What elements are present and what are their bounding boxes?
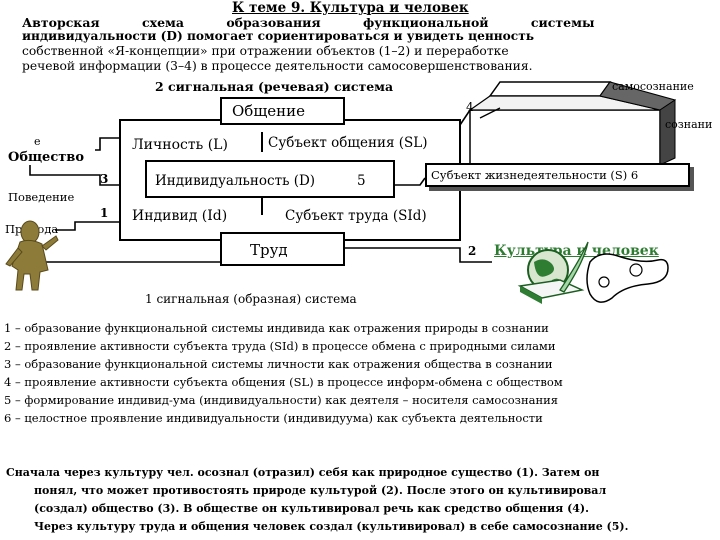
- individ-label: Индивид (Id): [132, 208, 228, 224]
- subject-zhiznedeyatelnosti-label: Субъект жизнедеятельности (S) 6: [431, 168, 639, 182]
- individualnost-box: Индивидуальность (D) 5: [145, 160, 395, 198]
- trud-box: Труд: [220, 232, 345, 266]
- legend-item: 5 – формирование индивид-ума (индивидуал…: [4, 393, 559, 407]
- trud-label: Труд: [250, 241, 288, 259]
- number-5: 5: [357, 173, 366, 189]
- legend-item: 4 – проявление активности субъекта общен…: [4, 375, 563, 389]
- bottom-line: Сначала через культуру чел. осознал (отр…: [6, 466, 600, 479]
- e-fragment: е: [34, 135, 41, 148]
- legend-item: 2 – проявление активности субъекта труда…: [4, 339, 556, 353]
- intro-line: индивидуальности (D) помогает сориентиро…: [22, 29, 535, 43]
- priroda-label: Природа: [5, 222, 59, 236]
- bottom-line: (создал) общество (3). В обществе он кул…: [34, 502, 589, 515]
- individualnost-label: Индивидуальность (D): [155, 173, 316, 189]
- povedenie-label: Поведение: [8, 190, 75, 204]
- bottom-line: Через культуру труда и общения человек с…: [34, 520, 629, 533]
- number-1: 1: [100, 206, 109, 220]
- obshchenie-box: Общение: [220, 97, 345, 125]
- intro-line: речевой информации (3–4) в процессе деят…: [22, 59, 533, 73]
- legend-item: 1 – образование функциональной системы и…: [4, 321, 549, 335]
- obshchestvo-label: Общество: [8, 150, 85, 165]
- kultura-link[interactable]: Культура и человек: [494, 243, 659, 259]
- soznanie-label: сознани: [665, 118, 713, 131]
- obshchenie-label: Общение: [232, 102, 306, 120]
- number-2: 2: [468, 244, 477, 258]
- samosoznanie-label: самосознание: [612, 80, 694, 93]
- signal-system-2-label: 2 сигнальная (речевая) система: [155, 79, 394, 94]
- lichnost-label: Личность (L): [132, 137, 228, 153]
- number-3: 3: [100, 172, 109, 186]
- number-4: 4: [466, 100, 474, 114]
- signal-system-1-label: 1 сигнальная (образная) система: [145, 292, 357, 306]
- legend-item: 6 – целостное проявление индивидуальност…: [4, 411, 543, 425]
- intro-line: Авторская схема образования функциональн…: [22, 15, 595, 30]
- bottom-line: понял, что может противостоять природе к…: [34, 484, 607, 497]
- legend-item: 3 – образование функциональной системы л…: [4, 357, 553, 371]
- subject-truda-label: Субъект труда (SId): [285, 208, 427, 224]
- intro-line: собственной «Я-концепции» при отражении …: [22, 44, 509, 58]
- subject-obshcheniya-label: Субъект общения (SL): [268, 135, 428, 151]
- subject-zhiznedeyatelnosti-box: Субъект жизнедеятельности (S) 6: [425, 163, 690, 187]
- page-title: К теме 9. Культура и человек: [232, 0, 469, 16]
